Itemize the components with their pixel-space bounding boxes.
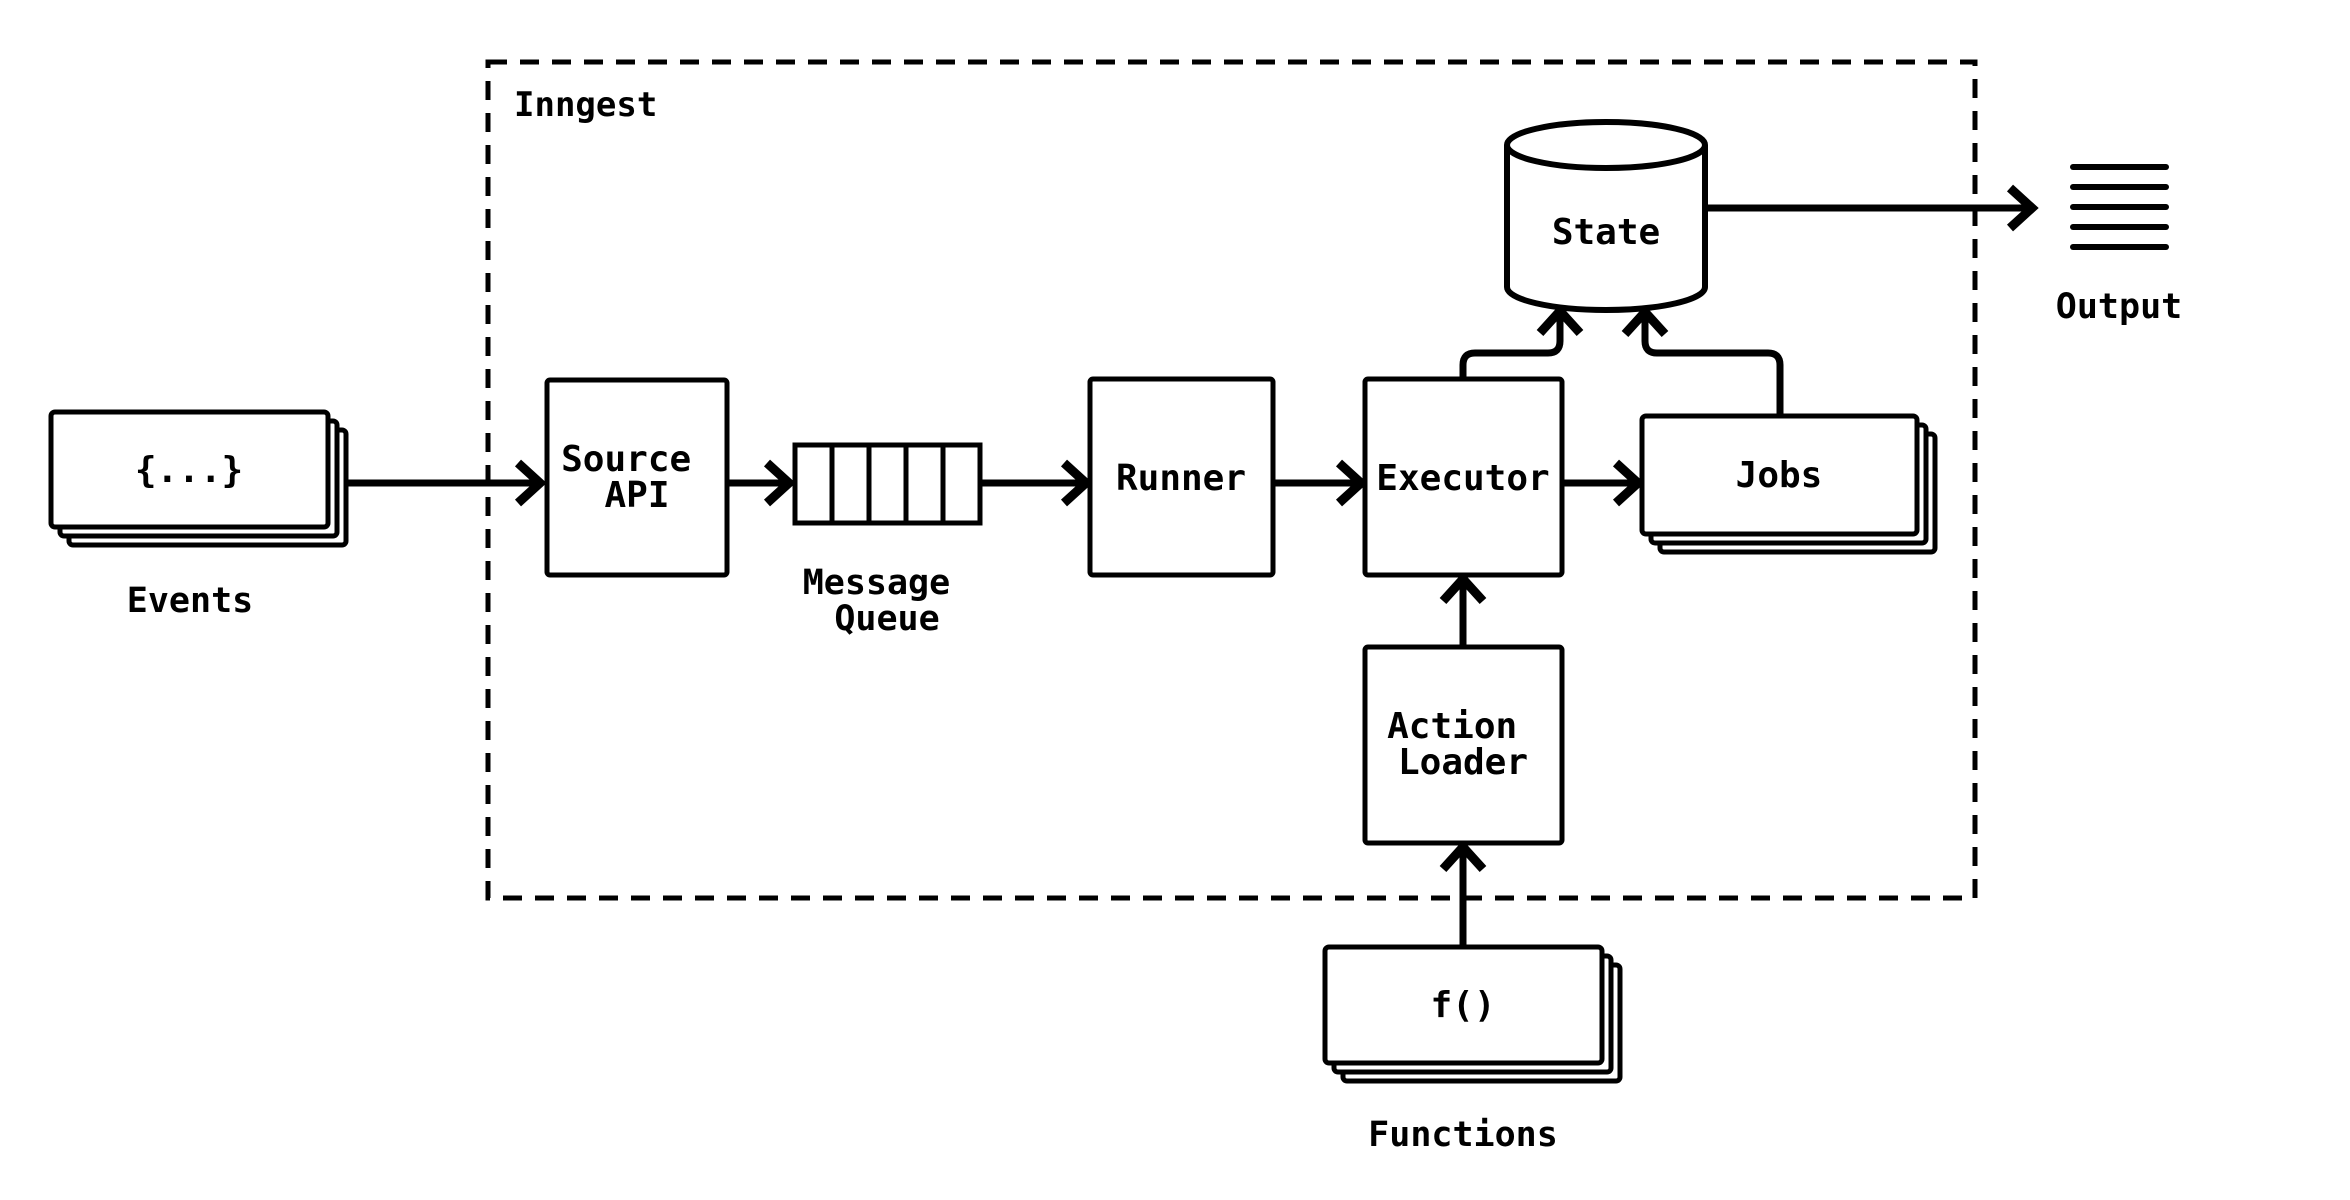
executor-node: Executor bbox=[1362, 376, 1565, 578]
arrow-executor-to-state bbox=[1459, 304, 1584, 379]
jobs-label: Jobs bbox=[1736, 455, 1823, 496]
events-stack-icon bbox=[48, 409, 349, 548]
output-lines-icon bbox=[2070, 164, 2169, 250]
output-caption: Output bbox=[2056, 287, 2182, 327]
runner-label: Runner bbox=[1116, 458, 1246, 499]
executor-label: Executor bbox=[1376, 458, 1549, 499]
events-caption: Events bbox=[127, 581, 253, 621]
source-api-label: Source API bbox=[561, 439, 713, 516]
state-label: State bbox=[1552, 212, 1660, 253]
jobs-stack-icon bbox=[1639, 413, 1938, 555]
state-database-icon bbox=[1504, 119, 1708, 313]
jobs-node: Jobs bbox=[1639, 413, 1938, 555]
action-loader-box bbox=[1362, 644, 1565, 846]
functions-node: f() Functions bbox=[1322, 944, 1623, 1155]
source-api-box bbox=[544, 377, 730, 578]
executor-box bbox=[1362, 376, 1565, 578]
runner-node: Runner bbox=[1087, 376, 1276, 578]
state-node: State bbox=[1504, 119, 1708, 313]
functions-caption: Functions bbox=[1368, 1115, 1558, 1155]
action-loader-label: Action Loader bbox=[1387, 706, 1539, 783]
action-loader-node: Action Loader bbox=[1362, 644, 1565, 846]
functions-icon-text: f() bbox=[1430, 985, 1495, 1026]
arrow-jobs-to-state bbox=[1621, 305, 1784, 416]
output-node: Output bbox=[2056, 164, 2182, 327]
functions-stack-icon bbox=[1322, 944, 1623, 1084]
message-queue-caption: Message Queue bbox=[803, 563, 972, 639]
message-queue-icon bbox=[792, 442, 983, 526]
inngest-boundary-label: Inngest bbox=[514, 85, 657, 125]
source-api-node: Source API bbox=[544, 377, 730, 578]
events-node: {...} Events bbox=[48, 409, 349, 621]
events-icon-text: {...} bbox=[135, 450, 243, 491]
runner-box bbox=[1087, 376, 1276, 578]
message-queue-node: Message Queue bbox=[792, 442, 983, 639]
